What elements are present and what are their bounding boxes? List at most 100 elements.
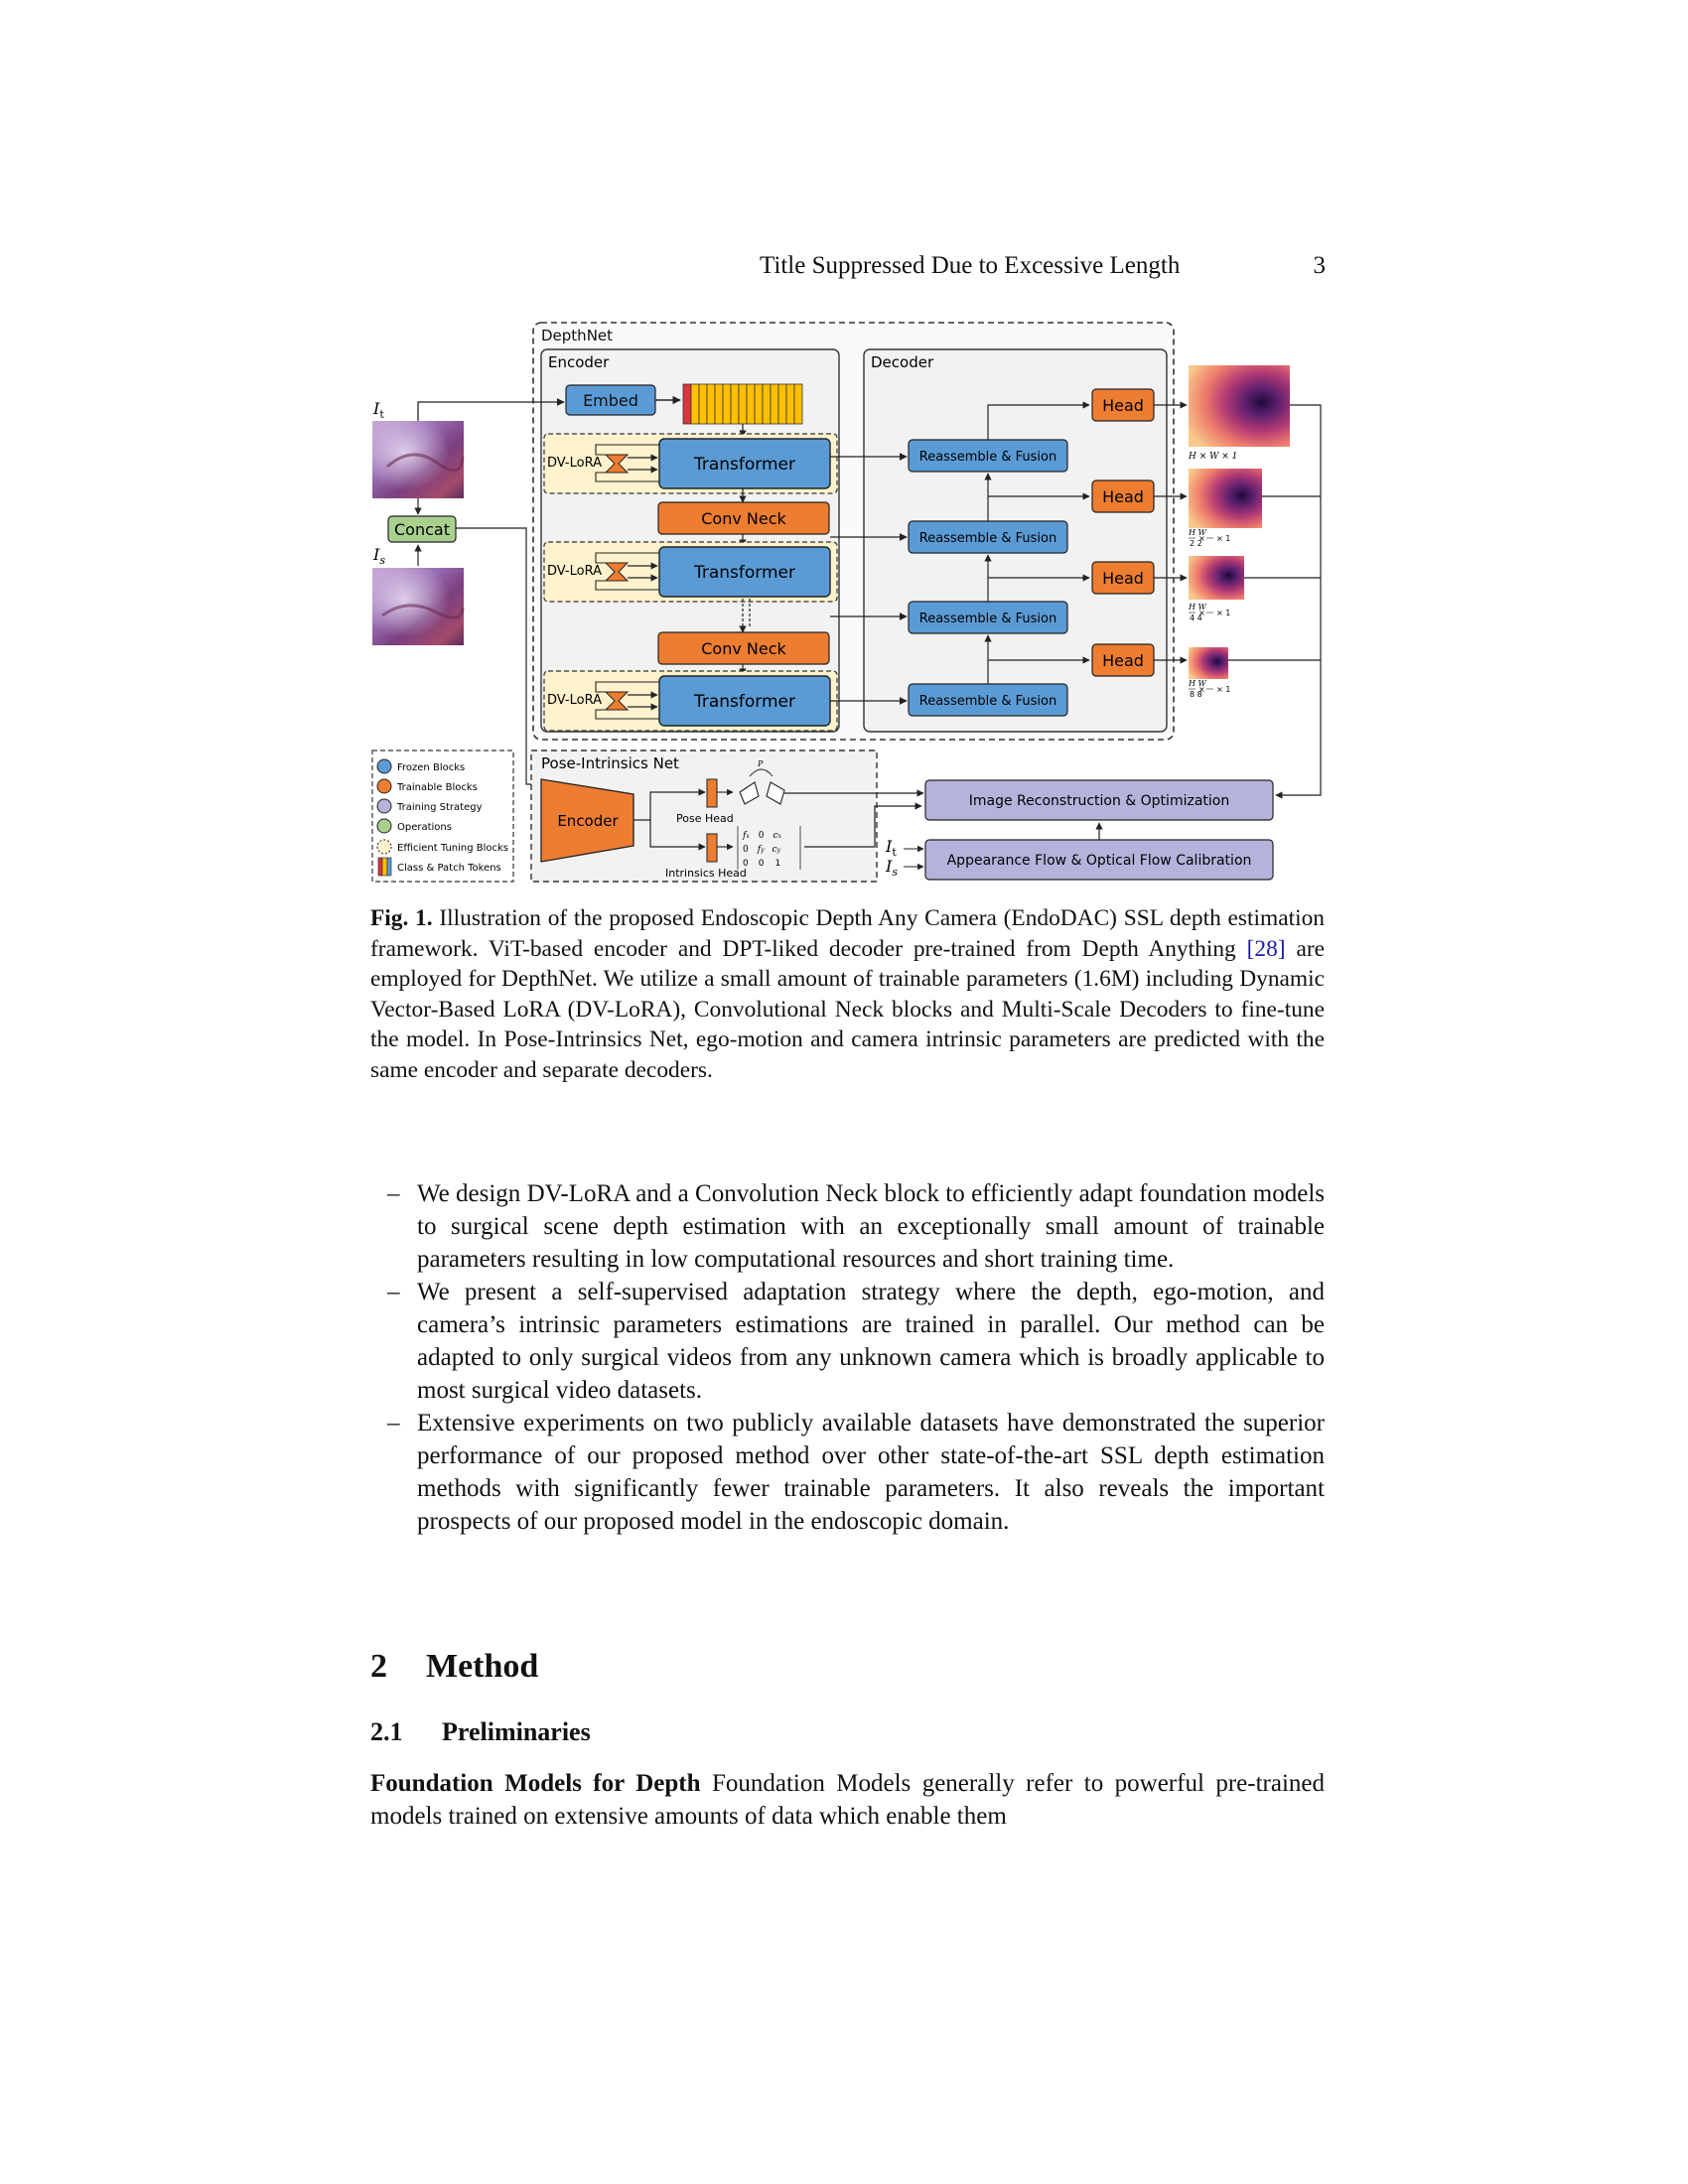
depth-map-half: H W × × 1 2 2 [1188, 469, 1262, 548]
list-item: –Extensive experiments on two publicly a… [370, 1407, 1325, 1538]
legend: Frozen Blocks Trainable Blocks Training … [371, 750, 514, 883]
legend-swatch-frozen [376, 758, 392, 774]
dvlora-label: DV-LoRA [547, 456, 602, 471]
appearance-flow-label: Appearance Flow & Optical Flow Calibrati… [947, 853, 1252, 869]
transformer-label: Transformer [693, 692, 795, 712]
citation-link[interactable]: [28] [1246, 935, 1286, 962]
encoder-label: Encoder [548, 353, 610, 371]
efficient-tuning-2: DV-LoRA Transformer [543, 541, 838, 603]
reassemble-fusion-1: Reassemble & Fusion [908, 439, 1068, 473]
depth-scale-numerators: H W [1188, 603, 1207, 612]
input-source-image: Is [372, 545, 465, 645]
list-item-text: Extensive experiments on two publicly av… [417, 1410, 1325, 1535]
pose-encoder-block: Encoder [540, 778, 634, 863]
transformer-label: Transformer [693, 455, 795, 475]
caption-text: Illustration of the proposed Endoscopic … [370, 905, 1325, 962]
running-title: Title Suppressed Due to Excessive Length [760, 252, 1181, 279]
flow-input-s-label: Is [885, 857, 898, 879]
depth-map-eighth: H W × × 1 8 8 [1188, 647, 1230, 699]
body-paragraph: Foundation Models for Depth Foundation M… [370, 1767, 1325, 1833]
depth-scale-times: × [1198, 609, 1205, 617]
reassemble-label: Reassemble & Fusion [919, 450, 1056, 465]
input-s-label: Is [372, 545, 385, 567]
input-target-image: It [372, 399, 465, 498]
depth-scale-numerators: H W [1188, 679, 1207, 688]
dvlora-label: DV-LoRA [547, 693, 602, 708]
depth-scale-tail: × 1 [1216, 685, 1230, 694]
dvlora-block [604, 562, 630, 582]
efficient-tuning-1: DV-LoRA Transformer [543, 433, 838, 494]
efficient-tuning-3: DV-LoRA Transformer [543, 670, 838, 732]
head-label: Head [1102, 396, 1144, 415]
reassemble-label: Reassemble & Fusion [919, 612, 1056, 626]
appearance-flow-block: Appearance Flow & Optical Flow Calibrati… [924, 839, 1274, 881]
legend-label: Frozen Blocks [397, 762, 465, 773]
depthnet-label: DepthNet [541, 327, 613, 344]
head-label: Head [1102, 651, 1144, 670]
caption-text-continued: are employed for DepthNet. We utilize a … [370, 935, 1325, 1083]
contribution-list: –We design DV-LoRA and a Convolution Nec… [370, 1177, 1325, 1538]
decoder-label: Decoder [871, 353, 934, 371]
reassemble-fusion-2: Reassemble & Fusion [908, 520, 1068, 554]
legend-label: Efficient Tuning Blocks [397, 843, 508, 854]
transformer-label: Transformer [693, 563, 795, 583]
depth-scale-denominators: 8 8 [1190, 690, 1202, 699]
head-1: Head [1091, 388, 1155, 422]
depth-scale-denominators: 4 4 [1190, 614, 1202, 622]
depth-scale-tail: × 1 [1216, 609, 1230, 617]
embed-block: Embed [565, 384, 656, 416]
framework-diagram: DepthNet Encoder Decoder Embed [371, 322, 1322, 883]
class-patch-tokens [682, 383, 803, 425]
input-t-label: It [372, 399, 384, 421]
pose-head: Pose Head [676, 778, 734, 825]
depth-scale-numerators: H W [1188, 528, 1207, 537]
pose-net-label: Pose-Intrinsics Net [541, 754, 679, 772]
depth-scale-label: H × W × 1 [1188, 452, 1237, 462]
running-head: Title Suppressed Due to Excessive Length… [760, 248, 1326, 284]
page-number: 3 [1313, 252, 1327, 279]
head-2: Head [1091, 479, 1155, 513]
conv-neck-1: Conv Neck [657, 501, 830, 535]
depth-scale-denominators: 2 2 [1190, 539, 1202, 548]
depth-scale-times: × [1198, 685, 1205, 694]
legend-label: Trainable Blocks [396, 782, 478, 793]
legend-swatch-efficient [376, 839, 392, 855]
reassemble-fusion-4: Reassemble & Fusion [908, 683, 1068, 717]
reassemble-label: Reassemble & Fusion [919, 694, 1056, 709]
legend-swatch-operation [376, 818, 392, 834]
legend-label: Class & Patch Tokens [397, 863, 501, 874]
pose-encoder-label: Encoder [557, 812, 619, 830]
dvlora-block [604, 691, 630, 711]
bullet-marker: – [387, 1279, 400, 1305]
pose-intrinsics-net-panel: Pose-Intrinsics Net [530, 750, 878, 883]
dvlora-block [604, 454, 630, 474]
head-label: Head [1102, 487, 1144, 506]
depth-map-quarter: H W × × 1 4 4 [1188, 556, 1244, 622]
legend-label: Training Strategy [396, 802, 483, 813]
reassemble-label: Reassemble & Fusion [919, 531, 1056, 546]
image-reconstruction-block: Image Reconstruction & Optimization [924, 779, 1274, 821]
list-item: –We present a self-supervised adaptation… [370, 1276, 1325, 1407]
transformer-block [658, 438, 831, 489]
embed-label: Embed [583, 391, 638, 410]
legend-swatch-trainable [376, 778, 392, 794]
paragraph-text: Foundation Models generally refer to pow… [370, 1770, 1325, 1830]
conv-neck-label: Conv Neck [701, 509, 786, 528]
pose-symbol: P [757, 759, 764, 768]
reassemble-fusion-3: Reassemble & Fusion [908, 601, 1068, 634]
head-4: Head [1091, 643, 1155, 677]
list-item-text: We design DV-LoRA and a Convolution Neck… [417, 1180, 1325, 1273]
figure-caption: Fig. 1. Illustration of the proposed End… [370, 903, 1325, 1085]
paragraph-runin-heading: Foundation Models for Depth [370, 1770, 701, 1797]
legend-swatch-strategy [376, 798, 392, 814]
intrinsics-head-label: Intrinsics Head [665, 867, 747, 880]
conv-neck-label: Conv Neck [701, 639, 786, 658]
head-3: Head [1091, 561, 1155, 595]
depth-scale-times: × [1198, 534, 1205, 543]
